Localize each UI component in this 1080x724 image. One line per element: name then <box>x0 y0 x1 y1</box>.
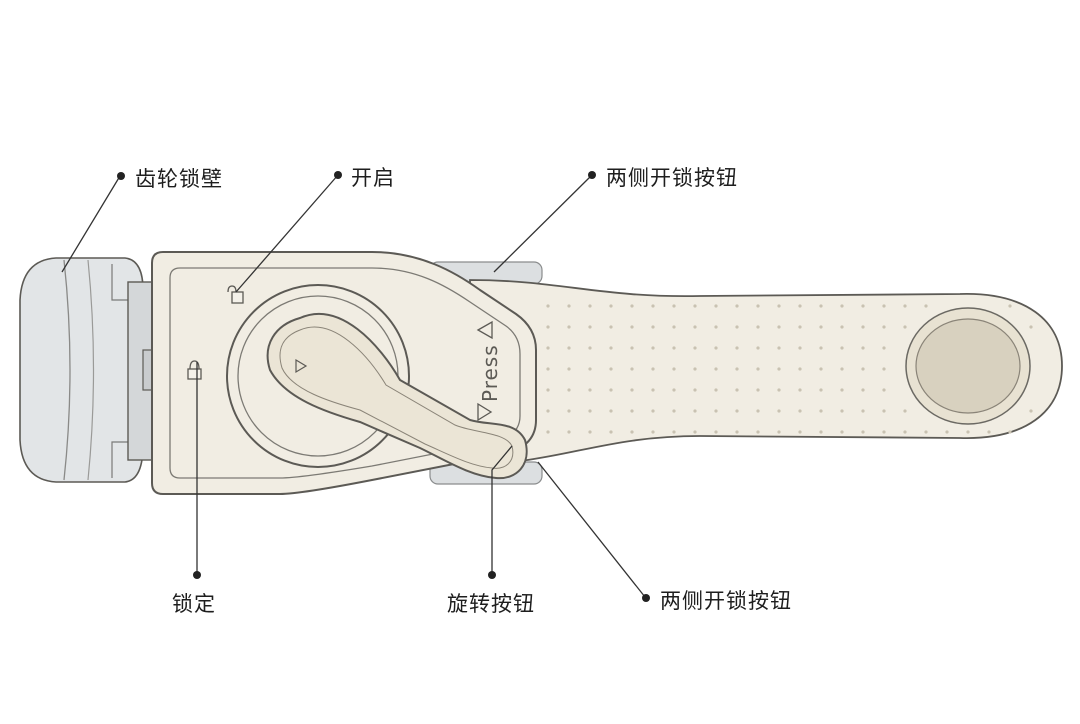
leader-lines <box>61 174 646 598</box>
lock-icon <box>187 360 202 380</box>
label-lock: 锁定 <box>172 592 216 616</box>
press-arrow-bottom-icon <box>477 402 493 422</box>
thumb-pad <box>915 318 1021 414</box>
label-rotate-button: 旋转按钮 <box>447 592 535 616</box>
leader-dots <box>117 171 650 602</box>
rotate-lever-inner <box>279 326 514 469</box>
label-side-unlock-button-top: 两侧开锁按钮 <box>606 166 738 190</box>
label-gear-lock-wall: 齿轮锁壁 <box>135 167 223 191</box>
press-text: Press <box>478 344 502 402</box>
lever-arrow-icon <box>295 358 308 374</box>
handle-body <box>469 279 1063 465</box>
gear-lock-wheel <box>19 257 158 483</box>
label-side-unlock-button-bottom: 两侧开锁按钮 <box>660 589 792 613</box>
unlock-icon <box>227 285 244 304</box>
grip-dot-texture <box>546 304 1033 434</box>
label-open: 开启 <box>351 166 395 190</box>
press-arrow-top-icon <box>476 320 493 340</box>
